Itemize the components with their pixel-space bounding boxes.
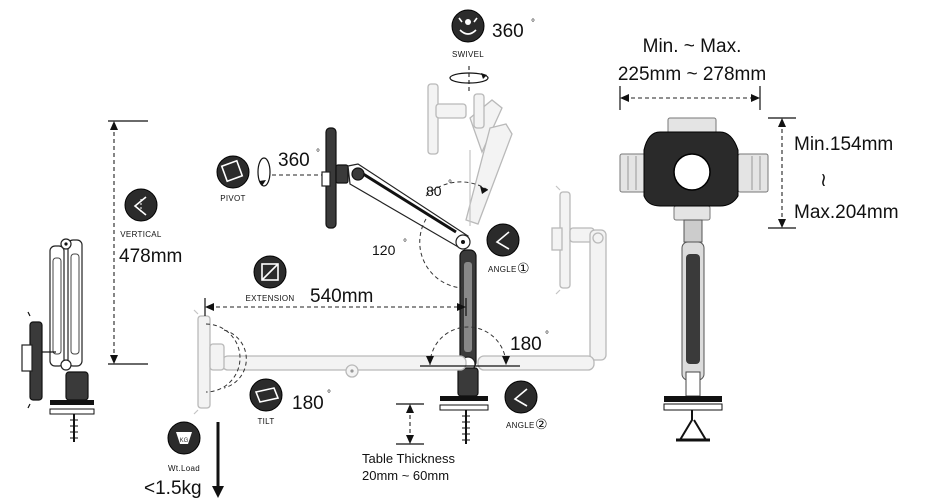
- weight-caption: Wt.Load: [168, 464, 200, 473]
- angle-180-right-degree: °: [545, 330, 549, 341]
- angle2-icon: [504, 380, 538, 414]
- angle-120-value: 120: [372, 242, 396, 258]
- angle1-icon: [486, 223, 520, 257]
- height-max: Max.204mm: [794, 202, 899, 223]
- angle-120-arc: [419, 218, 463, 289]
- ghost-swivel-pose: [427, 83, 513, 226]
- tilt-icon: [249, 378, 283, 412]
- angle-80-arc: [425, 181, 489, 197]
- vertical-caption: VERTICAL: [120, 230, 162, 239]
- height-tilde: ≀: [820, 170, 827, 191]
- extension-icon: [253, 255, 287, 289]
- table-thickness-dimension: [396, 403, 424, 445]
- ghost-right-pose: [551, 185, 607, 361]
- height-min: Min.154mm: [794, 134, 893, 155]
- swivel-value: 360: [492, 21, 524, 42]
- width-dimension: [619, 86, 761, 110]
- angle1-marker: ①: [517, 260, 530, 276]
- swivel-icon: [451, 9, 485, 43]
- weight-value: <1.5kg: [144, 478, 202, 499]
- table-thickness-title: Table Thickness: [362, 451, 455, 466]
- weight-icon: KG: [167, 421, 201, 455]
- height-dimension: [768, 117, 796, 229]
- table-thickness-range: 20mm ~ 60mm: [362, 468, 449, 483]
- vertical-dimension: [108, 120, 148, 365]
- swivel-rotation-marker: [449, 66, 489, 92]
- weight-badge-text: KG: [180, 438, 189, 444]
- extension-value: 540mm: [310, 286, 373, 307]
- width-range-title: Min. ~ Max.: [643, 36, 742, 57]
- tablet-holder-front: [619, 117, 769, 221]
- vertical-value: 478mm: [119, 246, 182, 267]
- angle-120-degree: °: [403, 238, 407, 249]
- extension-dimension: [204, 298, 467, 316]
- width-range-value: 225mm ~ 278mm: [618, 64, 766, 85]
- angle2-caption: ANGLE: [506, 421, 535, 430]
- angle2-marker: ②: [535, 416, 548, 432]
- angle1-caption: ANGLE: [488, 265, 517, 274]
- vertical-icon: [124, 188, 158, 222]
- pivot-icon: [216, 155, 250, 189]
- tilt-value: 180: [292, 393, 324, 414]
- main-arm: [321, 127, 489, 444]
- swivel-degree: °: [531, 18, 535, 29]
- vertical-pose-arm: [21, 238, 95, 442]
- tilt-degree: °: [327, 389, 331, 400]
- angle-80-value: 80: [426, 183, 442, 199]
- pivot-caption: PIVOT: [220, 194, 246, 203]
- weight-arrow: [212, 422, 224, 498]
- angle-180-arc: [429, 326, 507, 366]
- front-pole: [663, 219, 723, 442]
- tilt-caption: TILT: [257, 417, 274, 426]
- pivot-rotation-marker: [257, 157, 322, 187]
- tilt-arc-inner: [223, 329, 247, 389]
- pivot-value: 360: [278, 150, 310, 171]
- extension-caption: EXTENSION: [246, 294, 295, 303]
- pivot-degree: °: [316, 148, 320, 159]
- swivel-caption: SWIVEL: [452, 50, 484, 59]
- tilt-arc: [205, 323, 241, 393]
- angle-180-right-value: 180: [510, 334, 542, 355]
- angle-80-degree: °: [448, 179, 452, 190]
